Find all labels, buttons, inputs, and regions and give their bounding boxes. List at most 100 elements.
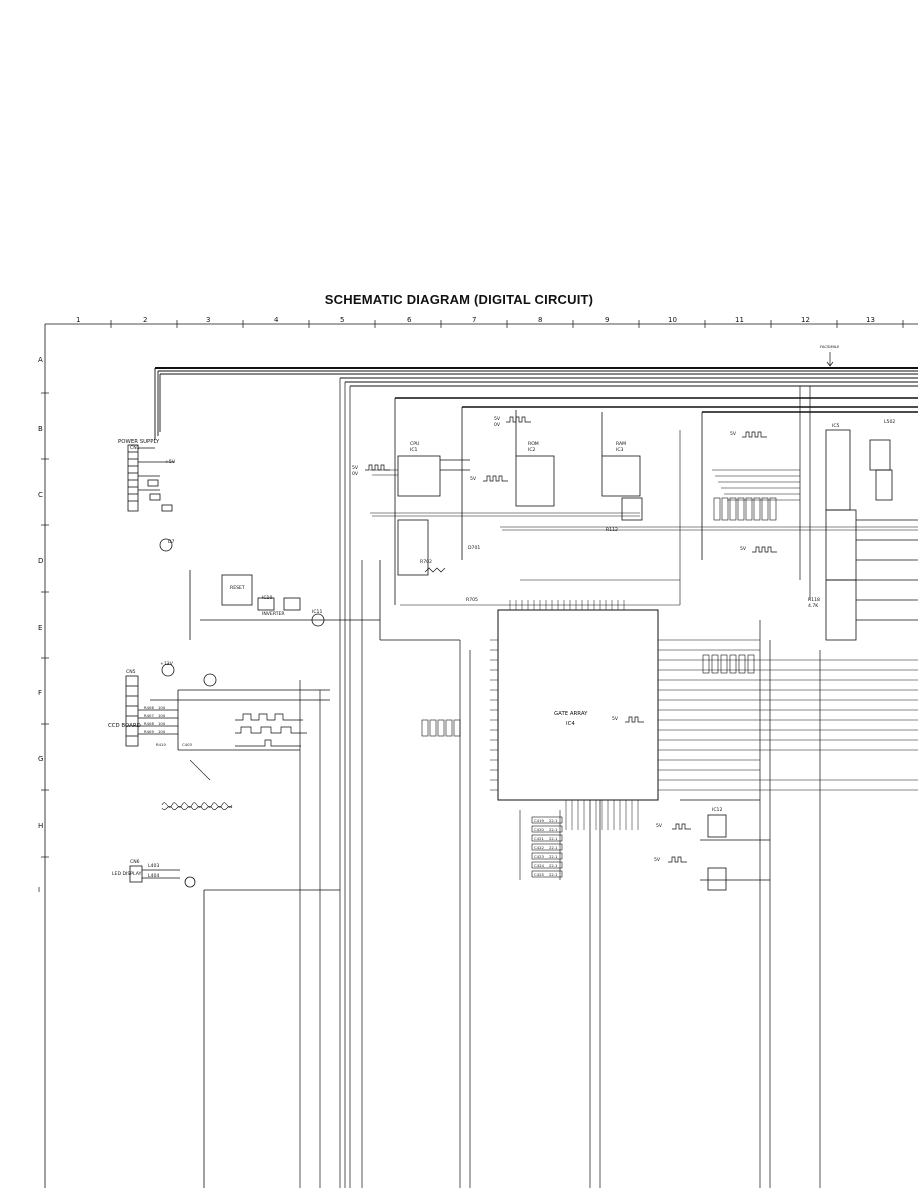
d7-label: D7 (168, 540, 175, 545)
ruler-ticks (41, 320, 904, 858)
reset-section (161, 560, 460, 687)
diagram-title: SCHEMATIC DIAGRAM (DIGITAL CIRCUIT) (324, 292, 594, 307)
h-5v-label: 5V (656, 824, 663, 829)
power-supply-label: POWER SUPPLY (118, 439, 160, 445)
resistor-clusters (421, 497, 777, 737)
c403-label: C403 (182, 742, 192, 747)
ic2-label: IC2 (528, 448, 536, 453)
ic1-label: IC1 (410, 448, 418, 453)
row-a: A (38, 356, 43, 364)
vertical-buses (299, 378, 821, 1188)
res-ref: R408 (144, 721, 154, 726)
row-c: C (38, 491, 43, 499)
col-7: 7 (472, 316, 477, 324)
ram-0v-label: 0V (494, 423, 501, 428)
row-f: F (38, 689, 43, 697)
ic5-5v-label: 5V (730, 432, 737, 437)
ram-label: RAM (616, 442, 627, 447)
col-11: 11 (735, 316, 744, 324)
cap-val: 22.1 (549, 818, 558, 823)
res-ref: R409 (144, 729, 154, 734)
cap-ref: C420 (534, 827, 544, 832)
analog-signal (161, 759, 233, 810)
ic4-label: IC4 (566, 721, 575, 727)
r705-label: R705 (466, 598, 478, 603)
cap-ref: C424 (534, 863, 544, 868)
gate-array-ic4 (490, 600, 918, 830)
col-5: 5 (340, 316, 345, 324)
row-d: D (38, 557, 44, 565)
r410-label: R410 (156, 742, 166, 747)
l502-label: L502 (884, 420, 896, 425)
cap-val: 22.1 (549, 836, 558, 841)
row-h: H (38, 822, 44, 830)
cap-val: 22.1 (549, 854, 558, 859)
cn6-label: CN6 (130, 860, 140, 865)
rom-label: ROM (528, 442, 539, 447)
cn5-label: CN5 (126, 670, 136, 675)
col-13: 13 (866, 316, 875, 324)
col-1: 1 (76, 316, 81, 324)
r118-label: R118 (808, 598, 820, 603)
r112-label: R112 (606, 528, 618, 533)
col-9: 9 (605, 316, 610, 324)
cap-ref: C419 (534, 818, 544, 823)
ic5-label: IC5 (832, 424, 840, 429)
cpu-label: CPU (410, 442, 420, 447)
inverter-label: INVERTER (262, 612, 285, 617)
col-4: 4 (274, 316, 279, 324)
reset-label: RESET (230, 586, 245, 591)
gate-array-label: GATE ARRAY (554, 711, 588, 717)
col-12: 12 (801, 316, 810, 324)
cpu-5v-label: 5V (352, 466, 359, 471)
row-g: G (38, 755, 44, 763)
ic10-label: IC10 (262, 596, 273, 601)
res-ref: R406 (144, 705, 154, 710)
ccd-board-label: CCD BOARD (108, 723, 141, 729)
cap-val: 22.1 (549, 827, 558, 832)
l404-label: L404 (148, 874, 160, 879)
led-display-label: LED DISPLAY (112, 872, 142, 877)
col-8: 8 (538, 316, 543, 324)
l403-label: L403 (148, 864, 160, 869)
cn1-label: CN1 (130, 446, 140, 451)
ic12-block (680, 799, 770, 891)
cap-val: 22.1 (549, 872, 558, 877)
r118-value: 4.7K (808, 604, 819, 609)
cap-ref: C421 (534, 836, 544, 841)
cpu-ic1 (394, 397, 918, 605)
res-val: 100 (158, 729, 166, 734)
plus5v-label: +5V (165, 460, 175, 465)
r702-label: R702 (420, 560, 432, 565)
i-5v-label: 5V (654, 858, 661, 863)
cn1-connector (127, 444, 175, 552)
col-10: 10 (668, 316, 677, 324)
cap-val: 22.1 (549, 863, 558, 868)
capacitor-ladder (519, 810, 563, 880)
cap-ref: C425 (534, 872, 544, 877)
res-val: 100 (158, 721, 166, 726)
ga-5v-label: 5V (612, 717, 619, 722)
data-bus-cluster (370, 430, 918, 606)
col-2: 2 (143, 316, 148, 324)
clk-5v-label: 5V (740, 547, 747, 552)
ic5-block (825, 429, 918, 641)
col-6: 6 (407, 316, 412, 324)
top-bus (154, 367, 918, 440)
ic3-label: IC3 (616, 448, 624, 453)
res-val: 100 (158, 705, 166, 710)
cap-ref: C423 (534, 854, 544, 859)
res-val: 100 (158, 713, 166, 718)
rom-5v-label: 5V (470, 477, 477, 482)
ram-5v-label: 5V (494, 417, 501, 422)
ram-ic3 (601, 411, 918, 560)
plus12v-label: +12V (160, 662, 173, 667)
col-3: 3 (206, 316, 211, 324)
res-ref: R407 (144, 713, 154, 718)
waveforms (235, 416, 777, 863)
row-i: I (38, 886, 41, 894)
led-connector (129, 865, 340, 1188)
d701-label: D701 (468, 546, 481, 551)
ic12-label: IC12 (712, 808, 723, 813)
facsimile-label: FACSIMILE (820, 344, 840, 349)
